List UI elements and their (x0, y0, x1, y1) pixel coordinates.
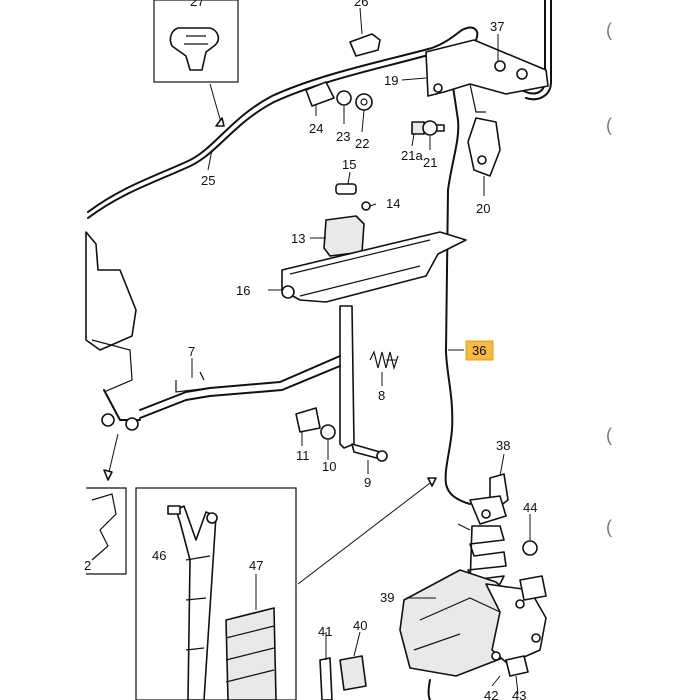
label-44: 44 (523, 500, 537, 515)
label-21a: 21a (401, 148, 423, 163)
label-39: 39 (380, 590, 394, 605)
label-15: 15 (342, 157, 356, 172)
nut-44 (522, 540, 538, 556)
cap-15 (335, 183, 357, 195)
margin-mark-4: ( (606, 517, 612, 537)
inset-clip-27 (153, 0, 239, 83)
tray-16 (281, 231, 467, 303)
label-22: 22 (355, 136, 369, 151)
label-11: 11 (296, 448, 310, 463)
label-41: 41 (318, 624, 332, 639)
label-8: 8 (378, 388, 385, 403)
arrow-left-inset (107, 433, 119, 477)
label-20: 20 (476, 201, 490, 216)
label-13: 13 (291, 231, 305, 246)
clip-26 (349, 33, 381, 57)
label-24: 24 (309, 121, 323, 136)
pin-41 (319, 657, 333, 700)
clip-24 (305, 81, 335, 107)
nut-10 (320, 424, 336, 440)
margin-mark-2: ( (606, 115, 612, 135)
cable-25 (87, 26, 479, 213)
label-25: 25 (201, 173, 215, 188)
highlight-36 (465, 340, 494, 361)
label-23: 23 (336, 129, 350, 144)
arrow-inset-top (209, 83, 223, 127)
bracket-20 (467, 117, 501, 177)
label-26: 26 (354, 0, 368, 9)
margin-mark-1: ( (606, 20, 612, 40)
label-9: 9 (364, 475, 371, 490)
label-40: 40 (353, 618, 367, 633)
block-13 (323, 215, 365, 257)
arrow-inset-bottom (297, 479, 435, 585)
label-7: 7 (188, 344, 195, 359)
pivot-38 (469, 473, 509, 525)
label-2: 2 (84, 558, 91, 573)
actuator-39 (399, 525, 547, 677)
left-mechanism (85, 231, 141, 431)
inset-bracket (135, 487, 297, 700)
label-19: 19 (384, 73, 398, 88)
label-36: 36 (472, 343, 486, 358)
linkage-7 (139, 355, 341, 411)
washer-22 (355, 93, 373, 111)
margin-mark-3: ( (606, 425, 612, 445)
label-16: 16 (236, 283, 250, 298)
label-21: 21 (423, 155, 437, 170)
label-47: 47 (249, 558, 263, 573)
screw-43 (505, 655, 529, 677)
label-43: 43 (512, 688, 526, 700)
label-46: 46 (152, 548, 166, 563)
label-37: 37 (490, 19, 504, 34)
connector-40 (339, 655, 367, 691)
spring-8 (369, 350, 399, 371)
bolt-21 (411, 120, 445, 136)
label-38: 38 (496, 438, 510, 453)
lever-arm (339, 305, 355, 449)
bracket-19 (425, 39, 549, 113)
inset-left (86, 487, 127, 575)
label-27: 27 (190, 0, 204, 9)
label-10: 10 (322, 459, 336, 474)
label-42: 42 (484, 688, 498, 700)
bracket-44 (519, 575, 547, 601)
clip-11 (295, 407, 321, 433)
label-14: 14 (386, 196, 400, 211)
nut-23 (336, 90, 352, 106)
screw-14 (361, 201, 371, 211)
